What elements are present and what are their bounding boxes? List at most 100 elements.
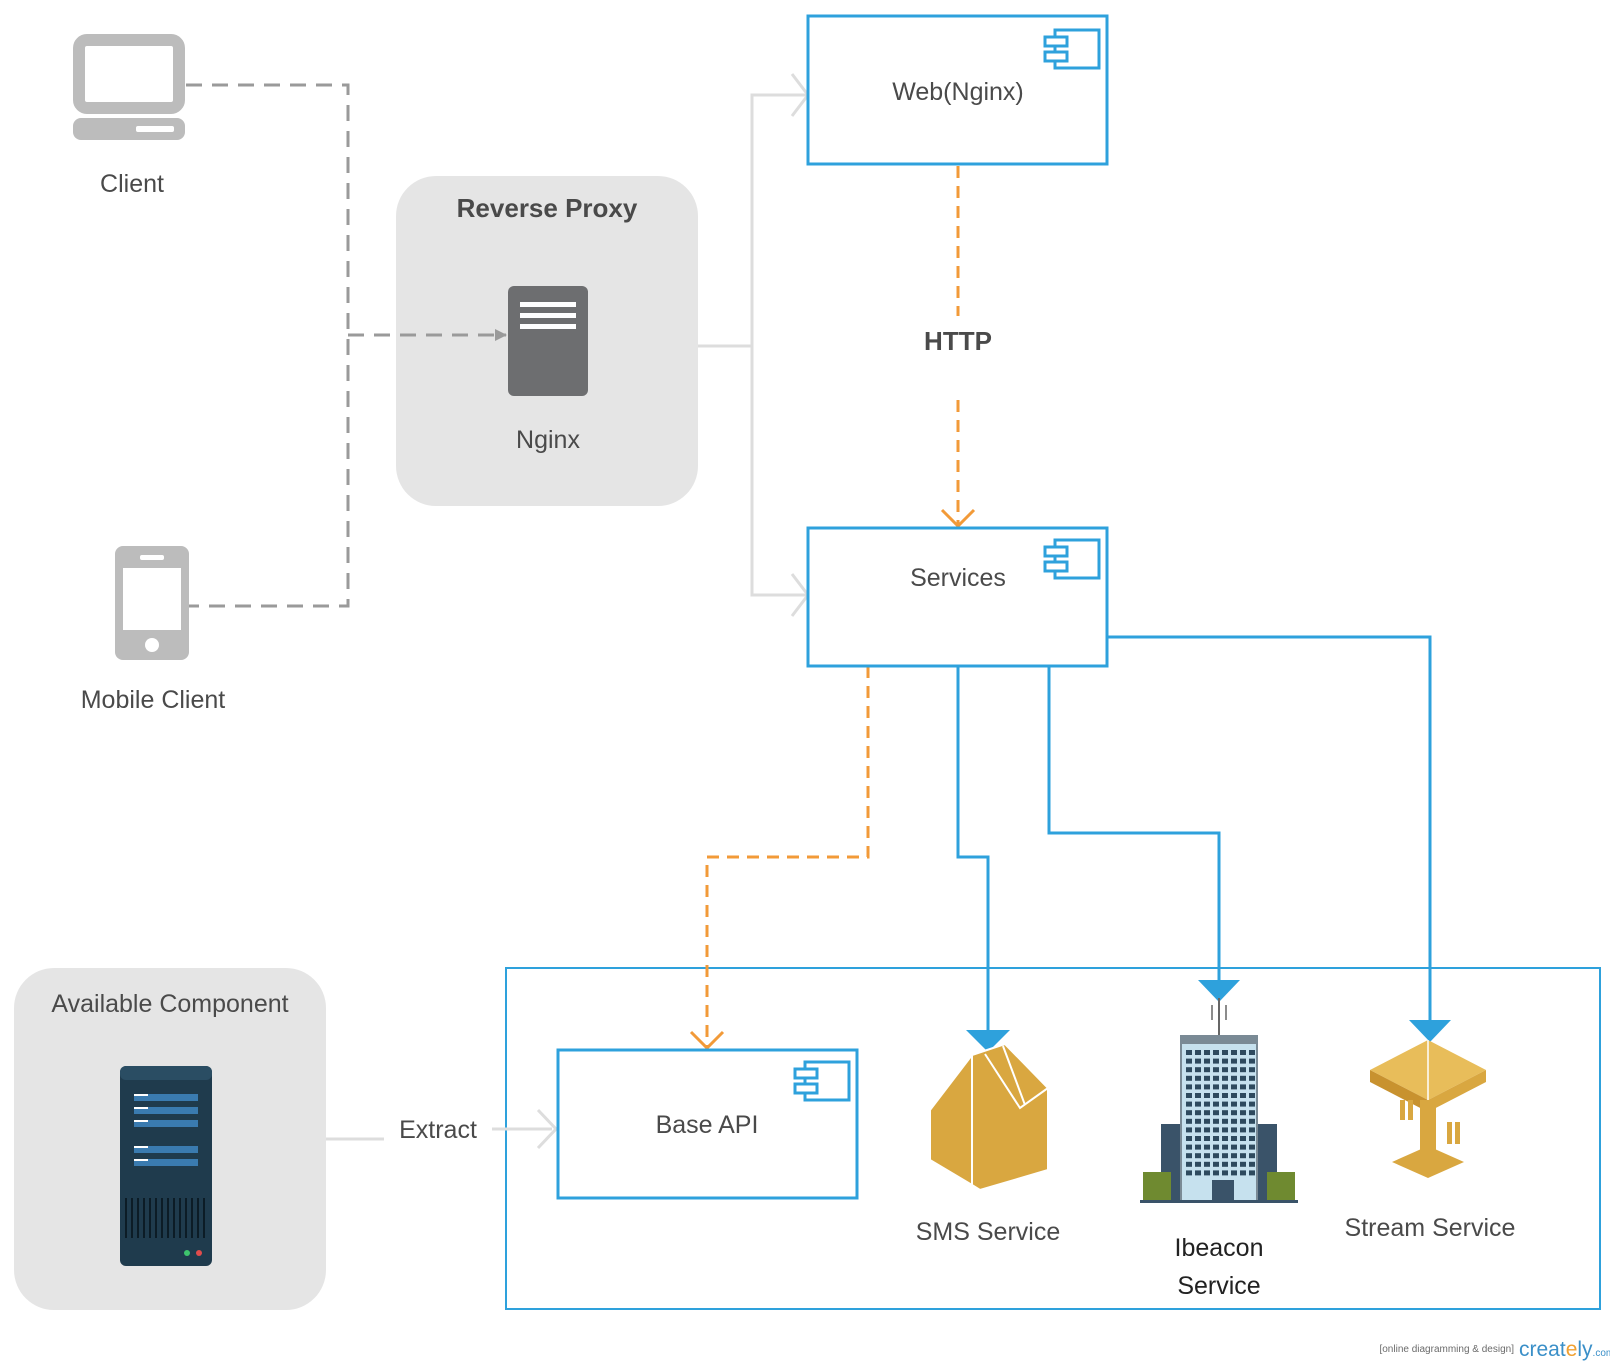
building-window	[1231, 1084, 1237, 1090]
building-window	[1222, 1067, 1228, 1073]
building-window	[1231, 1144, 1237, 1150]
services-label: Services	[910, 564, 1006, 592]
watermark-brand: creately.com	[1519, 1338, 1610, 1361]
building-window	[1204, 1153, 1210, 1159]
building-window	[1186, 1093, 1192, 1098]
building-window	[1204, 1093, 1210, 1098]
building-window	[1249, 1136, 1255, 1141]
building-window	[1231, 1058, 1237, 1064]
web-nginx-component[interactable]: Web(Nginx)	[806, 14, 1109, 166]
building-window	[1240, 1127, 1246, 1133]
available-component-title: Available Component	[51, 990, 288, 1018]
building-window	[1186, 1170, 1192, 1176]
building-window	[1186, 1118, 1192, 1124]
building-window	[1222, 1161, 1228, 1167]
building-window	[1231, 1050, 1237, 1055]
building-window	[1231, 1067, 1237, 1073]
building-window	[1204, 1170, 1210, 1176]
building-window	[1186, 1084, 1192, 1090]
reverse-proxy-title: Reverse Proxy	[457, 193, 638, 223]
creately-watermark: [online diagramming & design] creately.c…	[1379, 1338, 1610, 1361]
building-window	[1222, 1101, 1228, 1107]
building-window	[1195, 1067, 1201, 1073]
building-window	[1249, 1101, 1255, 1107]
building-window	[1204, 1101, 1210, 1107]
building-window	[1231, 1093, 1237, 1098]
building-window	[1231, 1110, 1237, 1116]
building-window	[1195, 1153, 1201, 1159]
services-to-sms-connector	[956, 666, 1010, 1052]
building-window	[1204, 1118, 1210, 1124]
services-component[interactable]: Services	[806, 526, 1109, 668]
office-building-icon[interactable]	[1140, 998, 1298, 1203]
building-window	[1204, 1161, 1210, 1167]
building-window	[1249, 1075, 1255, 1081]
building-window	[1195, 1118, 1201, 1124]
mobile-client-label: Mobile Client	[81, 686, 226, 714]
building-window	[1186, 1101, 1192, 1107]
building-window	[1240, 1153, 1246, 1159]
building-window	[1213, 1075, 1219, 1081]
server-rack-icon	[120, 1066, 212, 1266]
building-window	[1231, 1136, 1237, 1141]
building-window	[1249, 1067, 1255, 1073]
building-window	[1240, 1110, 1246, 1116]
desktop-computer-icon	[73, 34, 185, 140]
building-window	[1231, 1170, 1237, 1176]
building-window	[1186, 1153, 1192, 1159]
stream-service-icon[interactable]	[1370, 1040, 1486, 1178]
sns-service-icon[interactable]	[929, 1042, 1049, 1192]
building-window	[1249, 1118, 1255, 1124]
building-window	[1249, 1058, 1255, 1064]
services-to-base-connector	[705, 666, 870, 1046]
extract-label: Extract	[399, 1116, 477, 1144]
building-window	[1195, 1161, 1201, 1167]
building-window	[1195, 1101, 1201, 1107]
building-window	[1222, 1127, 1228, 1133]
base-api-component[interactable]: Base API	[556, 1048, 859, 1200]
building-window	[1231, 1127, 1237, 1133]
building-window	[1222, 1058, 1228, 1064]
watermark-tagline: [online diagramming & design]	[1379, 1344, 1514, 1355]
building-window	[1204, 1084, 1210, 1090]
extract-connector	[326, 1108, 559, 1150]
building-window	[1222, 1153, 1228, 1159]
building-window	[1195, 1110, 1201, 1116]
building-window	[1231, 1118, 1237, 1124]
server-icon	[508, 286, 588, 396]
mobile-phone-icon	[115, 546, 189, 660]
building-window	[1240, 1144, 1246, 1150]
building-window	[1195, 1144, 1201, 1150]
building-window	[1213, 1101, 1219, 1107]
building-window	[1186, 1136, 1192, 1141]
building-window	[1222, 1075, 1228, 1081]
building-window	[1213, 1050, 1219, 1055]
building-window	[1213, 1144, 1219, 1150]
uml-component-icon	[1043, 538, 1101, 580]
sms-service-label: SMS Service	[916, 1218, 1060, 1246]
building-window	[1204, 1067, 1210, 1073]
building-window	[1195, 1058, 1201, 1064]
building-window	[1195, 1093, 1201, 1098]
building-window	[1204, 1075, 1210, 1081]
client-connector	[186, 83, 507, 608]
building-window	[1213, 1110, 1219, 1116]
building-window	[1195, 1084, 1201, 1090]
building-window	[1231, 1101, 1237, 1107]
uml-component-icon	[1043, 28, 1101, 70]
building-window	[1249, 1110, 1255, 1116]
nginx-label: Nginx	[516, 426, 580, 454]
building-window	[1222, 1110, 1228, 1116]
building-window	[1213, 1161, 1219, 1167]
services-to-stream-connector	[1107, 635, 1451, 1042]
building-window	[1222, 1093, 1228, 1098]
building-window	[1222, 1144, 1228, 1150]
building-window	[1195, 1050, 1201, 1055]
building-window	[1186, 1067, 1192, 1073]
ibeacon-label-line2: Service	[1177, 1272, 1260, 1300]
building-window	[1222, 1050, 1228, 1055]
building-window	[1186, 1050, 1192, 1055]
building-window	[1240, 1170, 1246, 1176]
building-window	[1240, 1093, 1246, 1098]
building-window	[1240, 1118, 1246, 1124]
